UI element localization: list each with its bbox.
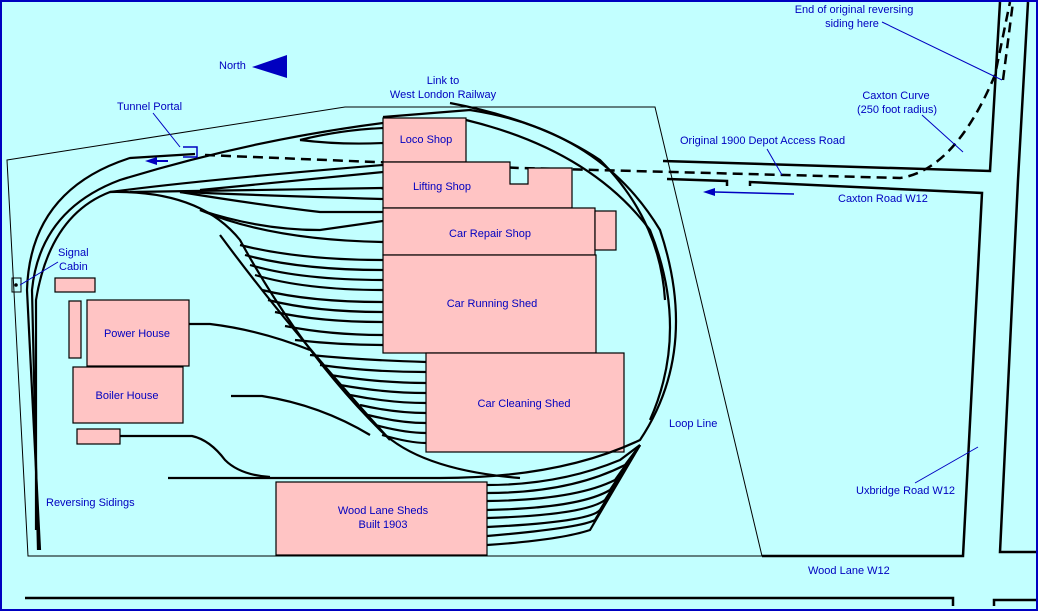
siding-running-4 bbox=[254, 273, 384, 292]
wood-lane-sheds bbox=[275, 481, 488, 556]
small-building-siding bbox=[120, 434, 271, 479]
tunnel-portal-label: Tunnel Portal bbox=[117, 101, 182, 113]
wood-lane-road-5 bbox=[486, 444, 641, 520]
tunnel-portal-marker bbox=[183, 146, 198, 158]
siding-lifting-2 bbox=[129, 186, 384, 194]
caxton-road-north-edge bbox=[662, 1, 1002, 173]
original-access-road bbox=[204, 1, 1012, 180]
end-reversing-label-2: siding here bbox=[825, 18, 879, 30]
wood-lane-road-7 bbox=[486, 444, 641, 538]
uxbridge-road-label: Uxbridge Road W12 bbox=[856, 485, 955, 497]
boiler-house-label: Boiler House bbox=[96, 390, 159, 402]
car-cleaning-shed-label: Car Cleaning Shed bbox=[478, 398, 571, 410]
car-repair-shop-label: Car Repair Shop bbox=[449, 228, 531, 240]
boiler-house-siding bbox=[231, 394, 371, 436]
siding-cleaning-3 bbox=[329, 373, 427, 385]
signal-cabin-label-1: Signal bbox=[58, 247, 89, 259]
link-label-1: Link to bbox=[427, 75, 459, 87]
siding-cleaning-1 bbox=[309, 353, 427, 364]
loop-inner bbox=[465, 118, 672, 421]
loop-line-label: Loop Line bbox=[669, 418, 717, 430]
siding-lifting-1 bbox=[199, 170, 384, 192]
loco-shop-label: Loco Shop bbox=[400, 134, 453, 146]
power-house-siding bbox=[189, 322, 311, 352]
small-building-1 bbox=[54, 277, 96, 293]
direction-arrow-tunnel bbox=[145, 157, 168, 165]
access-road-label: Original 1900 Depot Access Road bbox=[680, 135, 845, 147]
direction-arrow-caxton-road bbox=[703, 188, 795, 196]
signal-cabin bbox=[11, 277, 22, 293]
siding-cleaning-2 bbox=[319, 363, 427, 374]
siding-running-1 bbox=[239, 243, 384, 262]
small-building-2 bbox=[76, 428, 121, 445]
caxton-road-label: Caxton Road W12 bbox=[838, 193, 928, 205]
wood-lane-road-2 bbox=[486, 444, 641, 495]
power-house bbox=[86, 299, 190, 367]
siding-lifting-3 bbox=[179, 190, 384, 201]
wood-lane-road-4 bbox=[486, 444, 641, 512]
siding-running-9 bbox=[294, 338, 384, 347]
wood-lane-south-edge bbox=[25, 596, 1036, 606]
throat-curve-2 bbox=[219, 234, 391, 441]
link-label-2: West London Railway bbox=[390, 89, 497, 101]
link-west-london bbox=[449, 101, 667, 301]
buildings bbox=[11, 117, 625, 556]
siding-running-3 bbox=[249, 263, 384, 282]
power-house-label: Power House bbox=[104, 328, 170, 340]
siding-running-2 bbox=[244, 253, 384, 272]
wood-lane-label: Wood Lane W12 bbox=[808, 565, 890, 577]
labels: North Link to West London Railway Tunnel… bbox=[46, 4, 955, 577]
tracks bbox=[25, 101, 678, 551]
siding-running-8 bbox=[284, 324, 384, 337]
siding-cleaning-8 bbox=[374, 423, 427, 435]
siding-running-5 bbox=[261, 288, 384, 304]
wood-lane-road-6 bbox=[486, 444, 641, 529]
car-cleaning-shed bbox=[425, 352, 625, 453]
siding-running-7 bbox=[274, 310, 384, 324]
lifting-shop-label: Lifting Shop bbox=[413, 181, 471, 193]
reversing-siding-2 bbox=[30, 121, 384, 551]
car-running-shed-label: Car Running Shed bbox=[447, 298, 538, 310]
siding-running-6 bbox=[267, 298, 384, 314]
leader-lines bbox=[19, 21, 1003, 484]
wood-lane-sheds-label-2: Built 1903 bbox=[359, 519, 408, 531]
siding-repair-3 bbox=[199, 208, 384, 244]
roads bbox=[25, 1, 1036, 606]
site-boundary bbox=[6, 106, 763, 557]
siding-repair-2 bbox=[199, 208, 384, 232]
siding-loco-1 bbox=[299, 126, 384, 142]
caxton-road-south-edge bbox=[666, 177, 984, 558]
siding-cleaning-6 bbox=[359, 403, 427, 415]
power-house-annex bbox=[68, 300, 82, 359]
signal-cabin-label-2: Cabin bbox=[59, 261, 88, 273]
reversing-sidings-label: Reversing Sidings bbox=[46, 497, 135, 509]
boiler-house bbox=[72, 366, 184, 424]
caxton-curve-label-1: Caxton Curve bbox=[862, 90, 929, 102]
north-arrow-icon bbox=[252, 55, 287, 78]
reversing-siding-1 bbox=[25, 152, 196, 551]
car-repair-annex bbox=[594, 210, 617, 251]
signal-cabin-marker bbox=[14, 283, 18, 287]
wood-lane-sheds-label-1: Wood Lane Sheds bbox=[338, 505, 429, 517]
siding-cleaning-4 bbox=[339, 383, 427, 395]
siding-cleaning-5 bbox=[349, 393, 427, 405]
lifting-shop bbox=[382, 161, 573, 209]
wood-lane-road-1 bbox=[486, 444, 641, 487]
uxbridge-road-east-edge bbox=[998, 1, 1036, 554]
siding-cleaning-7 bbox=[367, 413, 427, 425]
reversing-siding-3 bbox=[34, 163, 384, 530]
caxton-curve-label-2: (250 foot radius) bbox=[857, 104, 937, 116]
north-label: North bbox=[219, 60, 246, 72]
end-reversing-label-1: End of original reversing bbox=[795, 4, 914, 16]
wood-lane-road-8 bbox=[486, 444, 641, 547]
siding-repair-1 bbox=[179, 190, 383, 214]
wood-lane-road-3 bbox=[486, 444, 641, 503]
car-repair-shop bbox=[382, 207, 596, 256]
siding-loco-2 bbox=[299, 138, 384, 145]
siding-cleaning-9 bbox=[381, 433, 427, 445]
original-reversing-siding bbox=[1001, 1, 1015, 81]
